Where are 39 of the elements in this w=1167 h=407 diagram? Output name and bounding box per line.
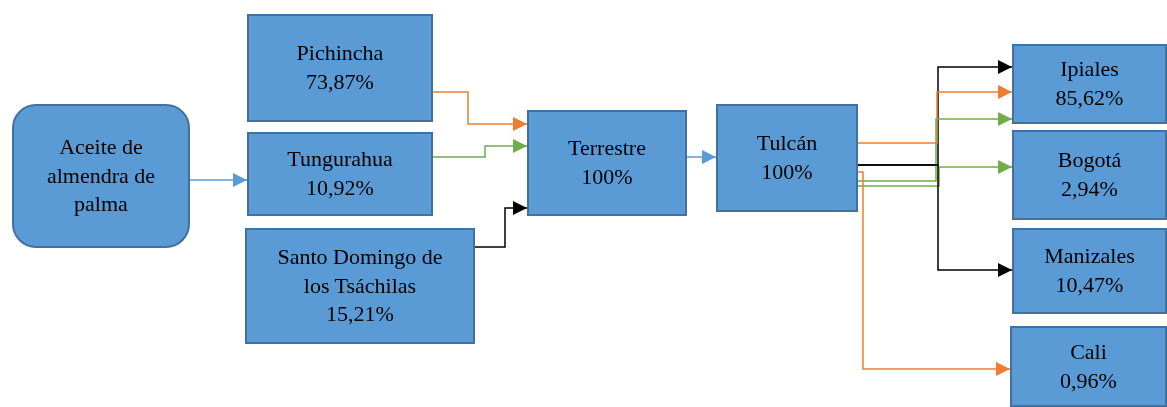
node-text: Terrestre — [568, 134, 646, 163]
node-text: 15,21% — [326, 300, 394, 329]
arrow — [189, 173, 248, 187]
rounded-box — [12, 104, 190, 248]
arrow — [857, 85, 1013, 144]
arrow — [857, 160, 1013, 187]
node-text: Cali — [1070, 337, 1107, 366]
process-box — [1012, 228, 1167, 314]
process-box — [247, 132, 433, 216]
process-box — [1012, 44, 1167, 124]
node-text: 100% — [581, 163, 633, 191]
process-box — [1012, 130, 1167, 220]
node-text: Ipiales — [1060, 55, 1119, 84]
arrow — [857, 171, 1011, 376]
process-box — [247, 14, 433, 122]
node-text: Bogotá — [1057, 146, 1122, 175]
process-box — [1010, 326, 1167, 407]
process-box — [245, 228, 475, 344]
node-text: 85,62% — [1055, 84, 1124, 112]
arrow — [432, 91, 528, 131]
node-text: 2,94% — [1061, 175, 1118, 203]
node-text: 0,96% — [1060, 366, 1117, 395]
arrow — [474, 201, 528, 248]
arrow — [857, 164, 1013, 277]
arrow — [432, 139, 528, 158]
node-text: Santo Domingo de los Tsáchilas — [276, 243, 444, 300]
node-text: Pichincha — [296, 39, 384, 68]
node-text: 10,92% — [306, 174, 374, 202]
node-text: Manizales — [1044, 242, 1135, 271]
node-text: 73,87% — [306, 68, 374, 96]
node-text: Tulcán — [756, 129, 818, 158]
node-text: Tungurahua — [287, 145, 393, 174]
node-text: 10,47% — [1055, 271, 1124, 299]
node-text: 100% — [761, 158, 813, 186]
node-text: Aceite de almendra de palma — [45, 133, 157, 219]
process-box — [527, 110, 687, 216]
arrow — [857, 112, 1013, 182]
arrow — [686, 150, 717, 164]
process-box — [716, 104, 858, 212]
